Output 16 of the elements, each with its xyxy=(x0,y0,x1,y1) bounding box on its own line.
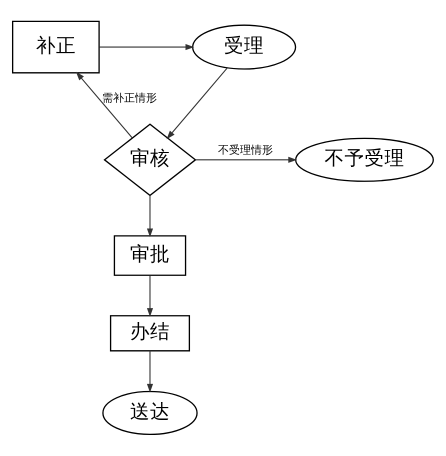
node-ellipse: 送达 xyxy=(102,390,198,436)
arrow xyxy=(146,275,154,317)
node-ellipse: 受理 xyxy=(192,24,296,70)
arrow xyxy=(76,72,133,138)
node-ellipse: 不予受理 xyxy=(295,138,434,182)
arrow xyxy=(146,350,154,393)
arrow xyxy=(195,156,298,163)
node-box: 补正 xyxy=(12,20,100,74)
arrow xyxy=(99,44,194,50)
node-box: 审批 xyxy=(114,235,186,276)
node-diamond: 审核 xyxy=(103,123,197,196)
edge-label: 需补正情形 xyxy=(102,92,158,104)
node-box: 办结 xyxy=(110,315,190,352)
arrow xyxy=(166,68,228,140)
edge-label: 不受理情形 xyxy=(218,144,274,156)
arrow xyxy=(146,196,154,238)
